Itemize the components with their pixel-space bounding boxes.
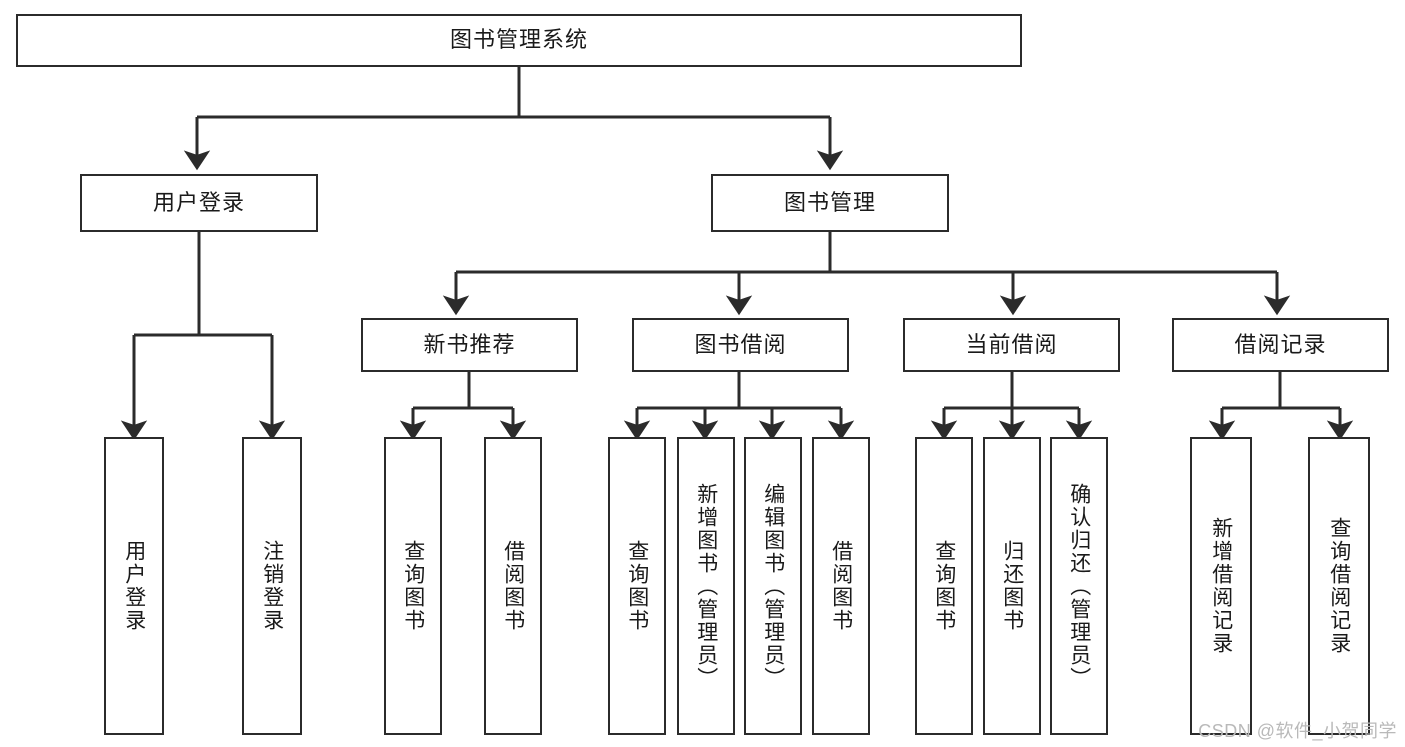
leaf-label: 编辑图书（管理员） <box>761 482 785 690</box>
node-label: 新书推荐 <box>423 331 516 357</box>
node-label: 当前借阅 <box>965 331 1058 357</box>
leaf-new-book-query-book[interactable]: 查询图书 <box>384 437 442 735</box>
node-label: 图书借阅 <box>694 331 787 357</box>
leaf-borrow-query-book[interactable]: 查询图书 <box>608 437 666 735</box>
leaf-record-query-record[interactable]: 查询借阅记录 <box>1308 437 1370 735</box>
node-label: 借阅记录 <box>1234 331 1327 357</box>
node-user-login[interactable]: 用户登录 <box>80 174 318 232</box>
leaf-current-confirm-return-admin[interactable]: 确认归还（管理员） <box>1050 437 1108 735</box>
node-current-borrowing[interactable]: 当前借阅 <box>903 318 1120 372</box>
leaf-label: 用户登录 <box>122 540 146 632</box>
leaf-current-query-book[interactable]: 查询图书 <box>915 437 973 735</box>
node-label: 用户登录 <box>152 189 245 215</box>
leaf-label: 归还图书 <box>1000 540 1024 632</box>
leaf-record-add-record[interactable]: 新增借阅记录 <box>1190 437 1252 735</box>
leaf-user-login-signout[interactable]: 注销登录 <box>242 437 302 735</box>
leaf-label: 查询图书 <box>625 540 649 632</box>
leaf-label: 新增图书（管理员） <box>694 482 718 690</box>
leaf-borrow-edit-book-admin[interactable]: 编辑图书（管理员） <box>744 437 802 735</box>
leaf-label: 新增借阅记录 <box>1209 517 1233 655</box>
node-book-borrowing[interactable]: 图书借阅 <box>632 318 849 372</box>
leaf-label: 注销登录 <box>260 540 284 632</box>
leaf-borrow-borrow-book[interactable]: 借阅图书 <box>812 437 870 735</box>
node-root-book-management-system[interactable]: 图书管理系统 <box>16 14 1022 67</box>
node-new-book-recommendation[interactable]: 新书推荐 <box>361 318 578 372</box>
watermark: CSDN @软件_小贺同学 <box>1198 721 1397 741</box>
leaf-label: 查询图书 <box>932 540 956 632</box>
leaf-new-book-borrow-book[interactable]: 借阅图书 <box>484 437 542 735</box>
leaf-label: 确认归还（管理员） <box>1067 482 1091 690</box>
node-label: 图书管理系统 <box>449 27 588 53</box>
leaf-label: 借阅图书 <box>501 540 525 632</box>
leaf-label: 查询图书 <box>401 540 425 632</box>
leaf-label: 查询借阅记录 <box>1327 517 1351 655</box>
leaf-label: 借阅图书 <box>829 540 853 632</box>
leaf-current-return-book[interactable]: 归还图书 <box>983 437 1041 735</box>
leaf-borrow-add-book-admin[interactable]: 新增图书（管理员） <box>677 437 735 735</box>
node-borrowing-record[interactable]: 借阅记录 <box>1172 318 1389 372</box>
node-label: 图书管理 <box>783 189 876 215</box>
node-book-management[interactable]: 图书管理 <box>711 174 949 232</box>
leaf-user-login-signin[interactable]: 用户登录 <box>104 437 164 735</box>
